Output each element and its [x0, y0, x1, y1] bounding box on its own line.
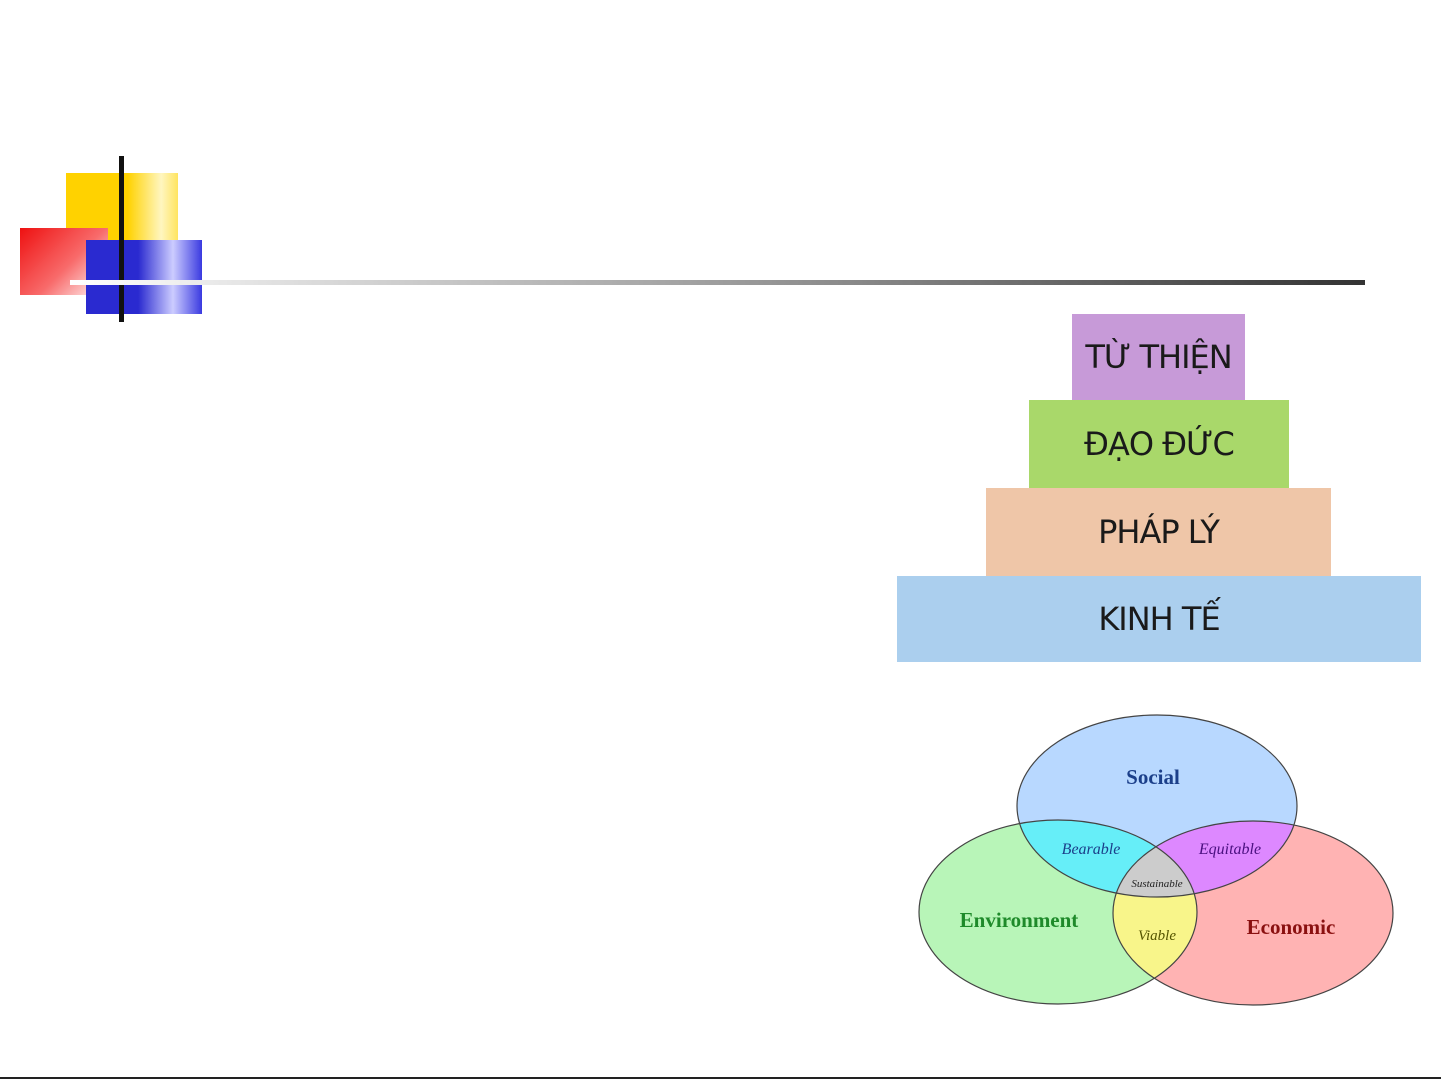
pyramid-tier-philanthropic: TỪ THIỆN — [1072, 314, 1245, 400]
venn-label-environment: Environment — [960, 908, 1079, 932]
venn-label-economic: Economic — [1247, 915, 1336, 939]
slide-bottom-rule — [0, 1077, 1441, 1079]
venn-label-equitable: Equitable — [1198, 841, 1261, 858]
decor-title-underline — [70, 280, 1365, 285]
venn-label-sustainable: Sustainable — [1131, 878, 1182, 890]
venn-label-viable: Viable — [1138, 928, 1176, 944]
pyramid-tier-ethical: ĐẠO ĐỨC — [1029, 400, 1289, 488]
venn-label-social: Social — [1126, 765, 1180, 789]
pyramid-tier-economic: KINH TẾ — [897, 576, 1421, 662]
pyramid-tier-legal: PHÁP LÝ — [986, 488, 1331, 576]
decor-vertical-line — [119, 156, 124, 322]
venn-label-bearable: Bearable — [1062, 841, 1121, 858]
decor-blue-square — [86, 240, 202, 314]
sustainability-venn-diagram: Social Environment Economic Bearable Equ… — [915, 710, 1400, 1010]
